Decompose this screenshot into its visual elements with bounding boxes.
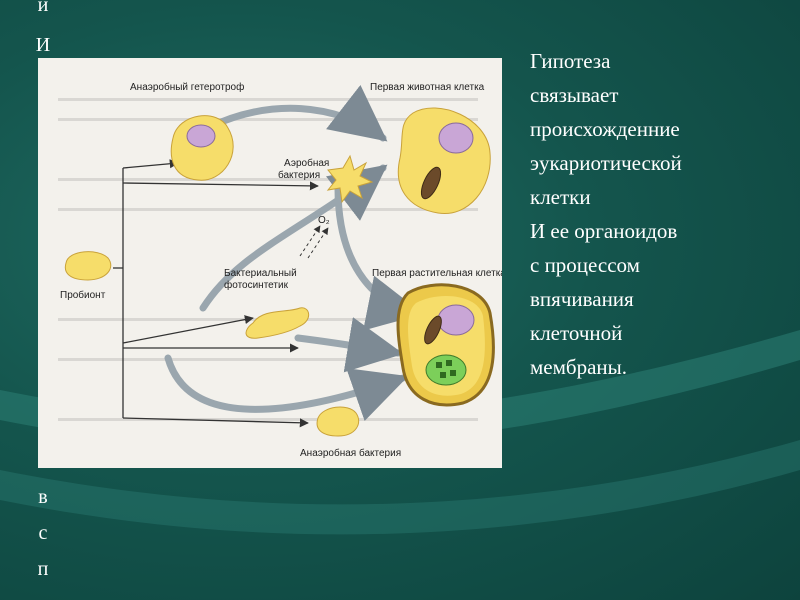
photosynthetic-bacterium-cell	[246, 308, 309, 338]
text-line: клетки	[530, 180, 790, 214]
text-line: Гипотеза	[530, 44, 790, 78]
left-letter: п	[28, 558, 58, 581]
label-aerobic-bacterium: Аэробная бактерия	[278, 157, 332, 181]
text-line: мембраны.	[530, 350, 790, 384]
label-anaerobic-bacterium: Анаэробная бактерия	[300, 447, 401, 459]
anaerobic-heterotroph-cell	[171, 116, 233, 181]
text-line: происхожденние	[530, 112, 790, 146]
label-anaerobic-heterotroph: Анаэробный гетеротроф	[130, 81, 244, 93]
text-line: И ее органоидов	[530, 214, 790, 248]
first-animal-cell	[398, 108, 490, 214]
endosymbiosis-diagram: Анаэробный гетеротроф Первая животная кл…	[38, 58, 502, 468]
label-first-plant-cell: Первая растительная клетка	[372, 268, 502, 279]
left-letter: И	[28, 34, 58, 57]
first-plant-cell	[398, 285, 493, 405]
label-o2: O₂	[318, 215, 330, 226]
label-aerobic-line2: бактерия	[278, 169, 320, 181]
left-letter: в	[28, 486, 58, 509]
text-line: впячивания	[530, 282, 790, 316]
text-line: связывает	[530, 78, 790, 112]
label-aerobic-line1: Аэробная	[284, 157, 329, 169]
label-bacterial-photosynthetic: Бактериальный фотосинтетик	[224, 268, 299, 291]
text-line: клеточной	[530, 316, 790, 350]
text-line: с процессом	[530, 248, 790, 282]
left-letter: и	[28, 0, 58, 17]
slide-body-text: Гипотеза связывает происхожденние эукари…	[530, 44, 790, 384]
text-line: эукариотической	[530, 146, 790, 180]
probiont-cell	[65, 252, 110, 280]
label-probiont: Пробионт	[60, 289, 106, 301]
oxygen-arrows	[300, 226, 328, 258]
label-first-animal-cell: Первая животная клетка	[370, 82, 485, 93]
left-letter: с	[28, 522, 58, 545]
anaerobic-bacterium-cell	[317, 407, 359, 436]
